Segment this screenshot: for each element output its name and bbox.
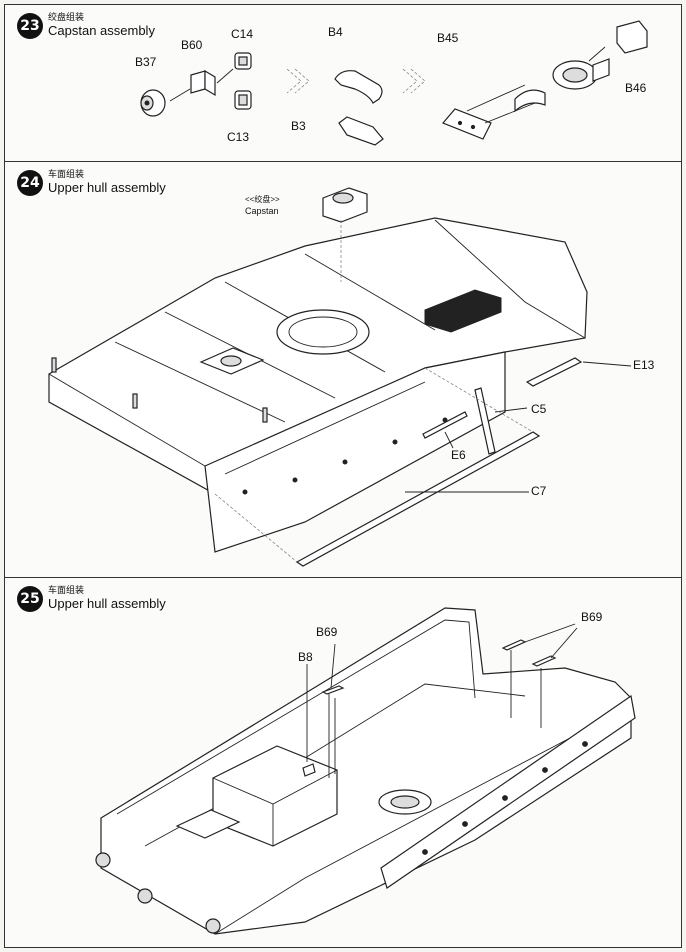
step-23-header: 23 绞盘组装 Capstan assembly: [17, 13, 155, 39]
part-e13-drawing: [525, 357, 583, 387]
part-b3-drawing: [338, 116, 384, 146]
part-b8-drawing: [302, 763, 316, 777]
step-25-panel: 25 车面组装 Upper hull assembly: [5, 577, 681, 949]
label-b60: B60: [181, 38, 203, 52]
label-b37: B37: [135, 55, 157, 69]
mast-post-1: [51, 357, 57, 373]
label-e6: E6: [451, 448, 466, 462]
instruction-page: 23 绞盘组装 Capstan assembly: [4, 4, 682, 948]
label-b8: B8: [298, 650, 313, 664]
label-b4: B4: [328, 25, 343, 39]
label-c13: C13: [227, 130, 250, 144]
hull-deck: [48, 217, 588, 495]
road-wheel-2: [137, 888, 153, 904]
capstan-mounted: [322, 187, 368, 223]
callout-capstan-en: Capstan: [245, 206, 279, 216]
step-title-en: Capstan assembly: [48, 23, 155, 38]
driver-hatch-25: [175, 809, 241, 839]
step-24-panel: 24 车面组装 Upper hull assembly: [5, 161, 681, 577]
step-number: 25: [17, 586, 43, 612]
part-b69-right-drawing: [501, 639, 557, 728]
step-title-cn: 车面组装: [48, 586, 85, 596]
road-wheel-3: [205, 918, 221, 934]
label-b45: B45: [437, 31, 459, 45]
part-b37-drawing: [140, 89, 166, 117]
label-b69-right: B69: [581, 610, 603, 624]
label-b3: B3: [291, 119, 306, 133]
mast-post-3: [262, 407, 268, 423]
capstan-motor: [616, 20, 648, 54]
capstan-diagram: [140, 20, 648, 146]
part-c5-drawing: [474, 387, 496, 455]
hull-side-rail: [380, 694, 636, 889]
capstan-drum-core: [514, 89, 546, 113]
step-24-header: 24 车面组装 Upper hull assembly: [17, 170, 166, 196]
label-c14: C14: [231, 27, 254, 41]
part-b46-drawing: [552, 58, 610, 90]
label-b46: B46: [625, 81, 647, 95]
driver-hatch: [199, 347, 265, 375]
step-title-cn: 绞盘组装: [48, 13, 85, 23]
step-25-header: 25 车面组装 Upper hull assembly: [17, 586, 166, 612]
label-b69-left: B69: [316, 625, 338, 639]
callout-capstan-cn: <<绞盘>>: [245, 195, 280, 204]
step-number: 23: [17, 13, 43, 39]
step-arrow-1: [286, 68, 310, 94]
mast-post-2: [132, 393, 138, 409]
step-arrow-2: [402, 68, 426, 94]
label-e13: E13: [633, 358, 655, 372]
step-number: 24: [17, 170, 43, 196]
part-b4-drawing: [334, 70, 383, 104]
step-title-en: Upper hull assembly: [48, 596, 166, 611]
part-b69-left-drawing: [321, 685, 345, 778]
step-title-cn: 车面组装: [48, 170, 85, 180]
road-wheel-1: [95, 852, 111, 868]
part-e6-drawing: [422, 411, 468, 439]
upper-hull-diagram-24: [48, 187, 632, 567]
step-23-panel: 23 绞盘组装 Capstan assembly: [5, 5, 681, 161]
turret-ring: [276, 309, 370, 355]
engine-grille: [424, 289, 502, 333]
part-c14-drawing: [234, 52, 252, 70]
part-b45-drawing: [441, 108, 492, 140]
label-c5: C5: [531, 402, 547, 416]
label-c7: C7: [531, 484, 547, 498]
part-c13-drawing: [234, 90, 252, 110]
part-b60-drawing: [190, 69, 216, 97]
part-c7-drawing: [295, 431, 541, 567]
upper-hull-diagram-25: [95, 607, 636, 935]
step-title-en: Upper hull assembly: [48, 180, 166, 195]
